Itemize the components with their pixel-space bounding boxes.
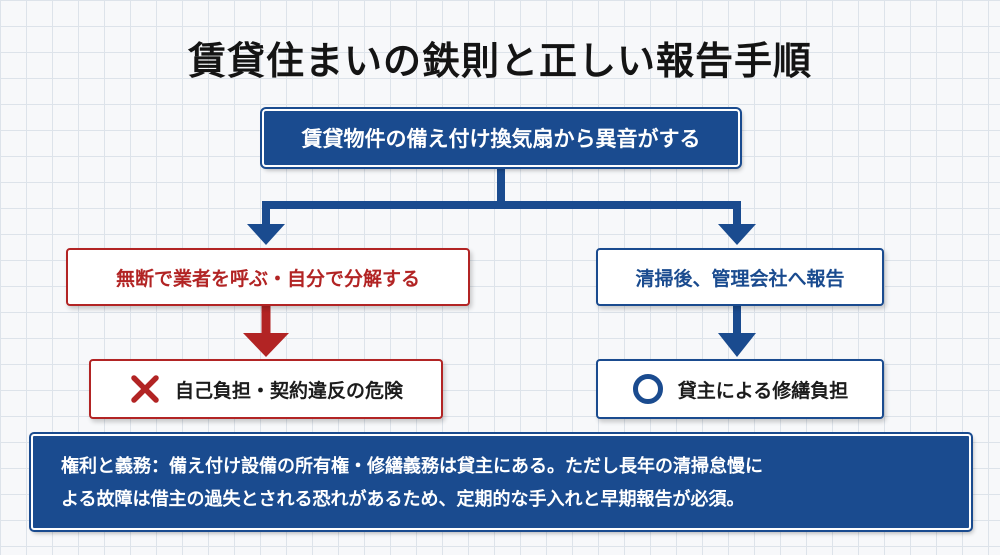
arrow-down-blue-icon — [718, 333, 756, 357]
note-line-2: よる故障は借主の過失とされる恐れがあるため、定期的な手入れと早期報告が必須。 — [61, 489, 745, 510]
circle-mark-icon — [632, 373, 664, 405]
cross-mark-icon — [129, 373, 161, 405]
issue-box: 賃貸物件の備え付け換気扇から異音がする — [262, 109, 740, 167]
note-line-1: 権利と義務：備え付け設備の所有権・修繕義務は貸主にある。ただし長年の清掃怠慢に — [61, 456, 763, 477]
correct-result-box: 貸主による修繕負担 — [596, 359, 884, 419]
arrow-down-left-icon — [247, 224, 285, 245]
page-title: 賃貸住まいの鉄則と正しい報告手順 — [187, 39, 812, 83]
wrong-action-box: 無断で業者を呼ぶ・自分で分解する — [66, 248, 470, 306]
wrong-result-box: 自己負担・契約違反の危険 — [89, 359, 443, 419]
issue-text: 賃貸物件の備え付け換気扇から異音がする — [301, 127, 701, 151]
wrong-result-text: 自己負担・契約違反の危険 — [174, 379, 403, 402]
rights-duties-note: 権利と義務：備え付け設備の所有権・修繕義務は貸主にある。ただし長年の清掃怠慢に … — [31, 434, 971, 530]
correct-action-text: 清掃後、管理会社へ報告 — [635, 267, 845, 290]
correct-result-text: 貸主による修繕負担 — [677, 379, 849, 402]
correct-action-box: 清掃後、管理会社へ報告 — [596, 248, 884, 306]
arrow-down-red-icon — [243, 333, 289, 357]
blue-split-connector — [262, 167, 741, 226]
wrong-action-text: 無断で業者を呼ぶ・自分で分解する — [115, 267, 420, 290]
arrow-down-right-icon — [718, 224, 756, 245]
